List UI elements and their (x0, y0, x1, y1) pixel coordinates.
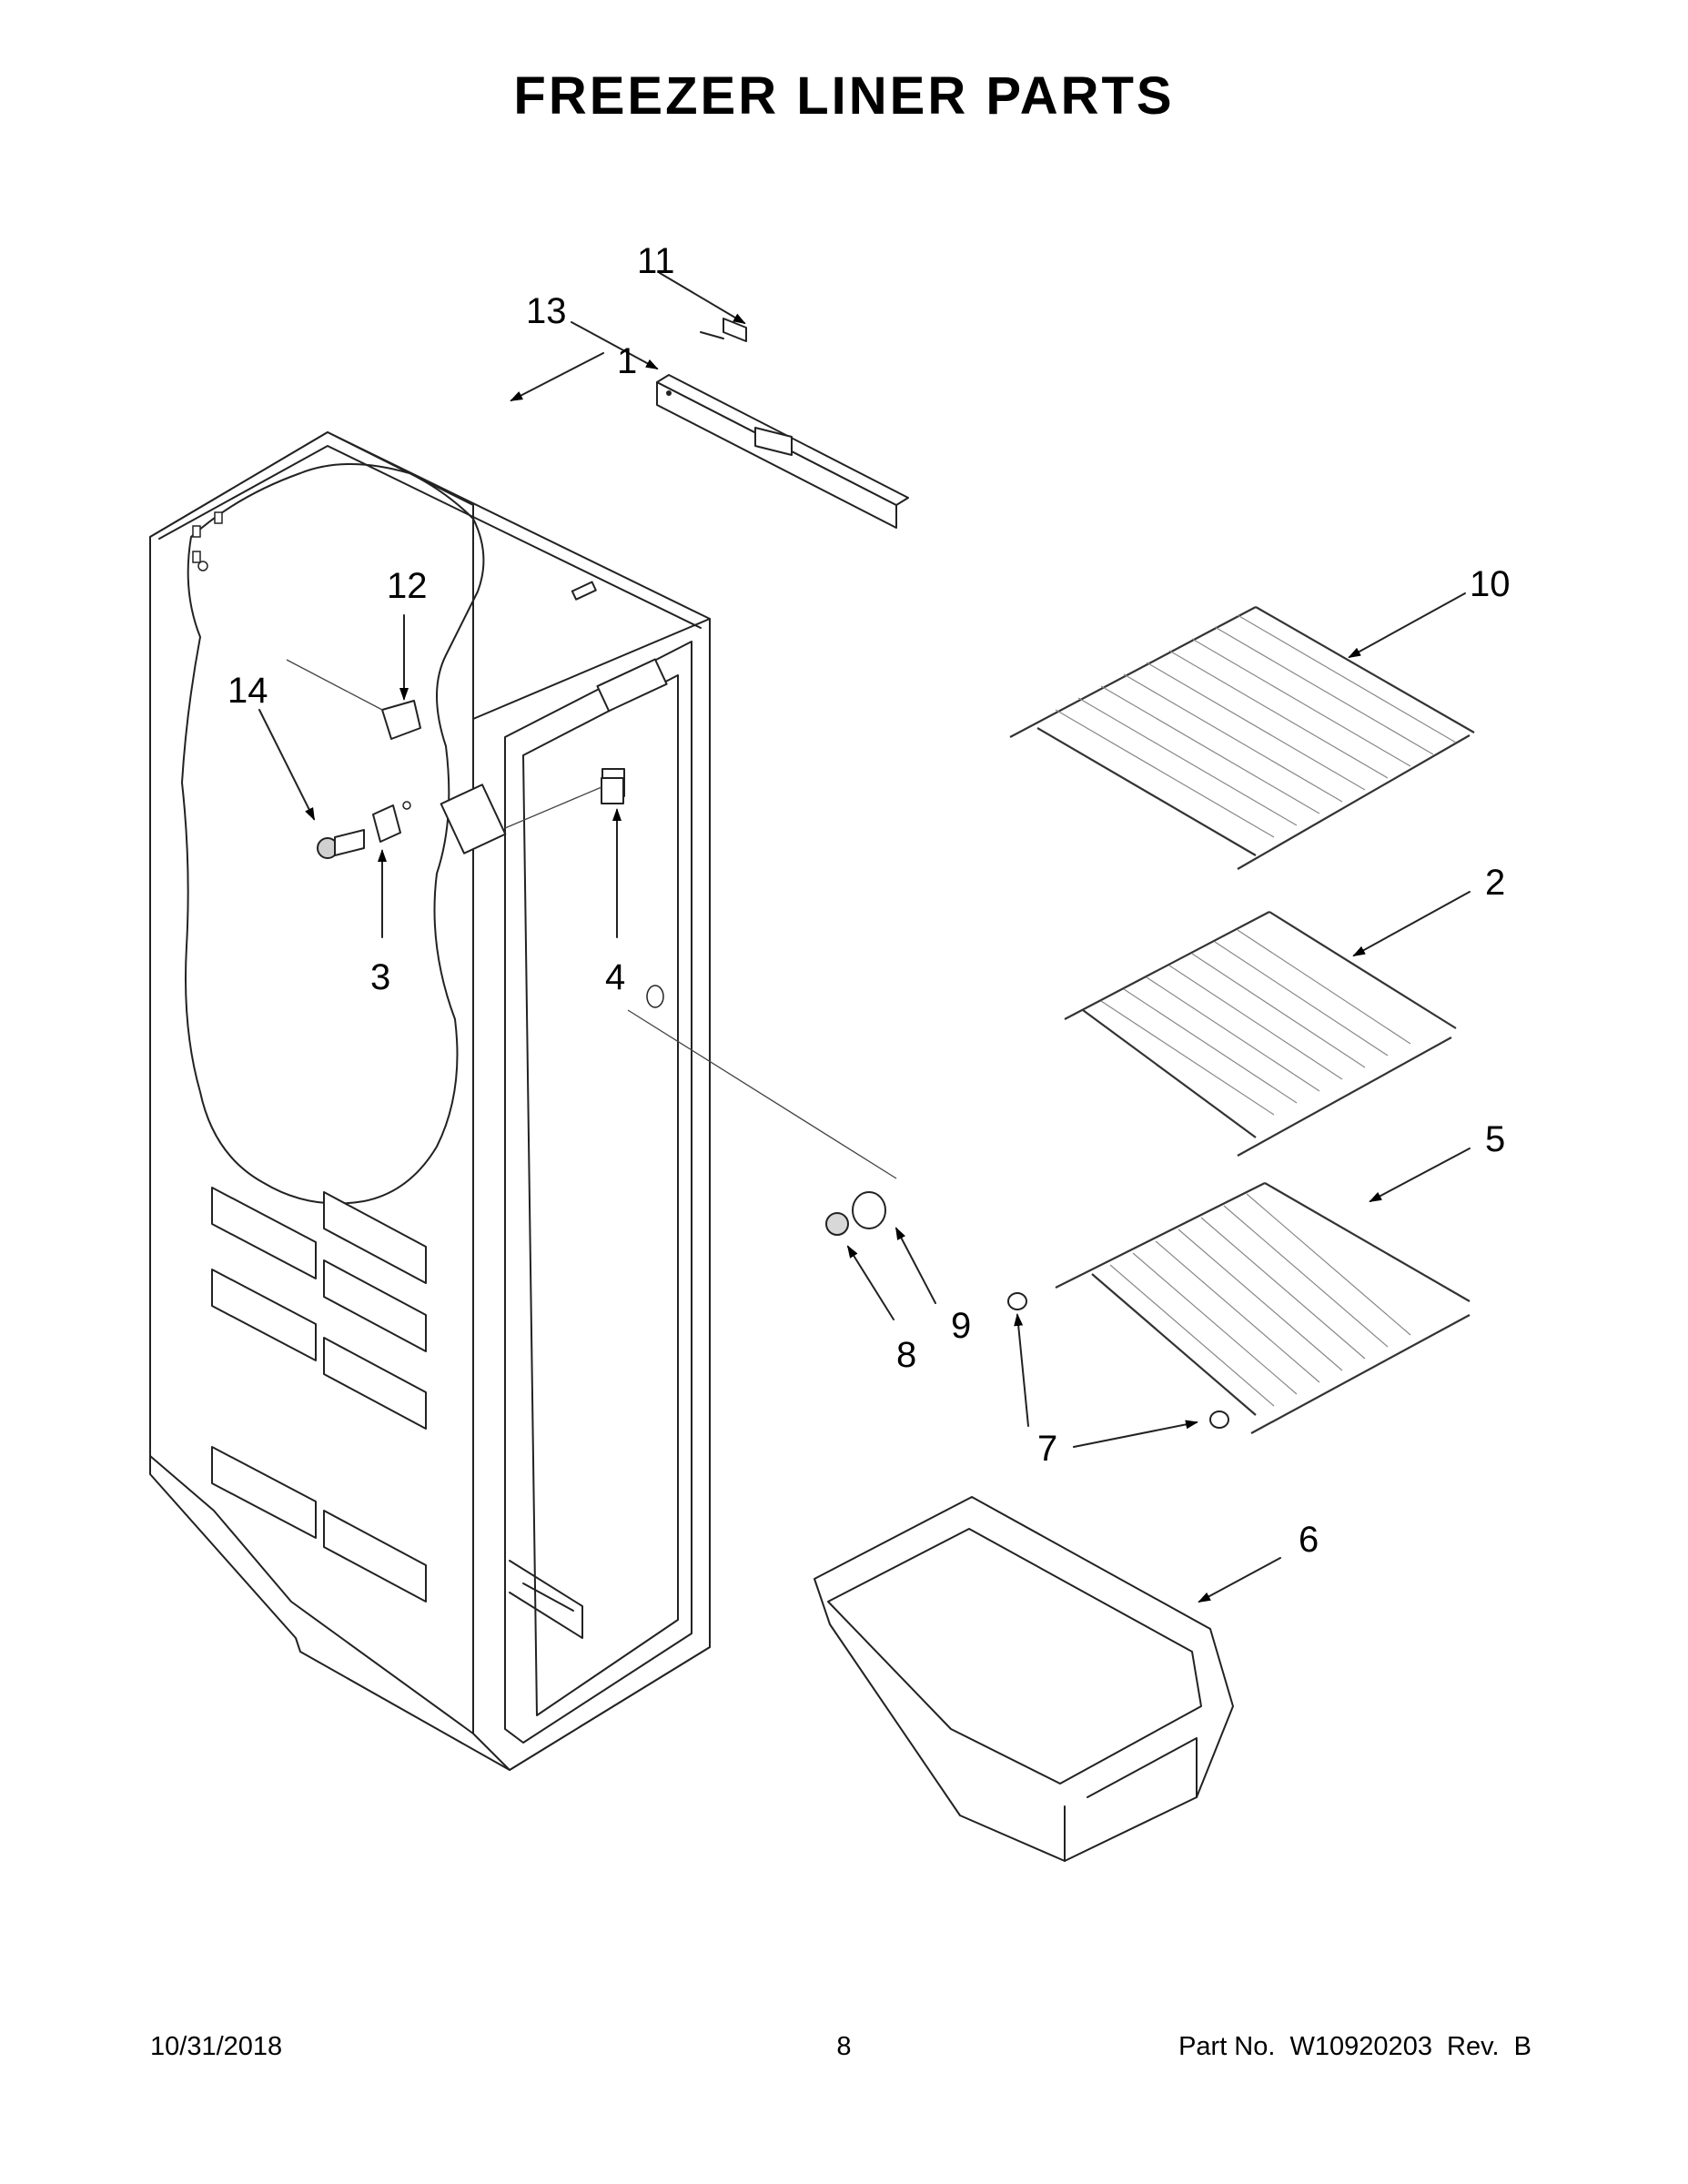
callout-14: 14 (227, 671, 268, 711)
socket-part-4 (504, 777, 624, 829)
callout-9: 9 (951, 1306, 971, 1346)
callout-arrows (258, 272, 1471, 1603)
arrow-6 (1198, 1557, 1281, 1603)
footer-date: 10/31/2018 (150, 2032, 283, 2061)
bracket-screw-part (700, 318, 747, 342)
shelf-cap-part-7 (1007, 1292, 1229, 1429)
shelf-clip-part-12 (286, 659, 421, 740)
wire-shelf-part-2 (1064, 911, 1457, 1157)
callout-11: 11 (637, 241, 675, 281)
arrow-10 (1348, 592, 1466, 658)
footer-part-number: Part No. W10920203 Rev. B (1178, 2032, 1531, 2061)
shelf-clip-part-3 (372, 801, 411, 843)
arrow-7a (1014, 1313, 1029, 1427)
arrow-8 (846, 1245, 895, 1320)
arrow-2 (1352, 891, 1471, 956)
callout-10: 10 (1470, 564, 1511, 604)
wire-shelf-part-5 (1055, 1182, 1471, 1434)
arrow-7b (1073, 1420, 1198, 1448)
callout-8: 8 (896, 1335, 916, 1375)
top-bracket-part (656, 374, 909, 529)
callout-3: 3 (370, 957, 390, 997)
screw-part-14 (317, 829, 365, 859)
freezer-bin-part-6 (814, 1496, 1234, 1862)
socket-part-9 (627, 1009, 897, 1229)
callout-13: 13 (526, 291, 567, 331)
footer-page-number: 8 (836, 2032, 852, 2061)
wire-shelf-part-10 (1009, 606, 1475, 870)
liner-vent-panels (211, 1187, 427, 1603)
freezer-liner-part (149, 431, 711, 1771)
callout-1: 1 (617, 341, 637, 381)
callout-7: 7 (1037, 1429, 1057, 1469)
bulb-part-8 (825, 1212, 849, 1236)
page-title: FREEZER LINER PARTS (513, 66, 1175, 126)
callout-4: 4 (605, 957, 625, 997)
callout-6: 6 (1299, 1520, 1319, 1560)
callout-12: 12 (387, 566, 428, 606)
arrow-9 (895, 1227, 936, 1304)
arrow-13 (571, 321, 659, 369)
arrow-1 (510, 352, 604, 401)
arrow-11 (659, 272, 746, 325)
arrow-14 (258, 709, 315, 821)
arrow-5 (1369, 1148, 1471, 1202)
callout-5: 5 (1485, 1119, 1505, 1159)
callout-2: 2 (1485, 863, 1505, 903)
